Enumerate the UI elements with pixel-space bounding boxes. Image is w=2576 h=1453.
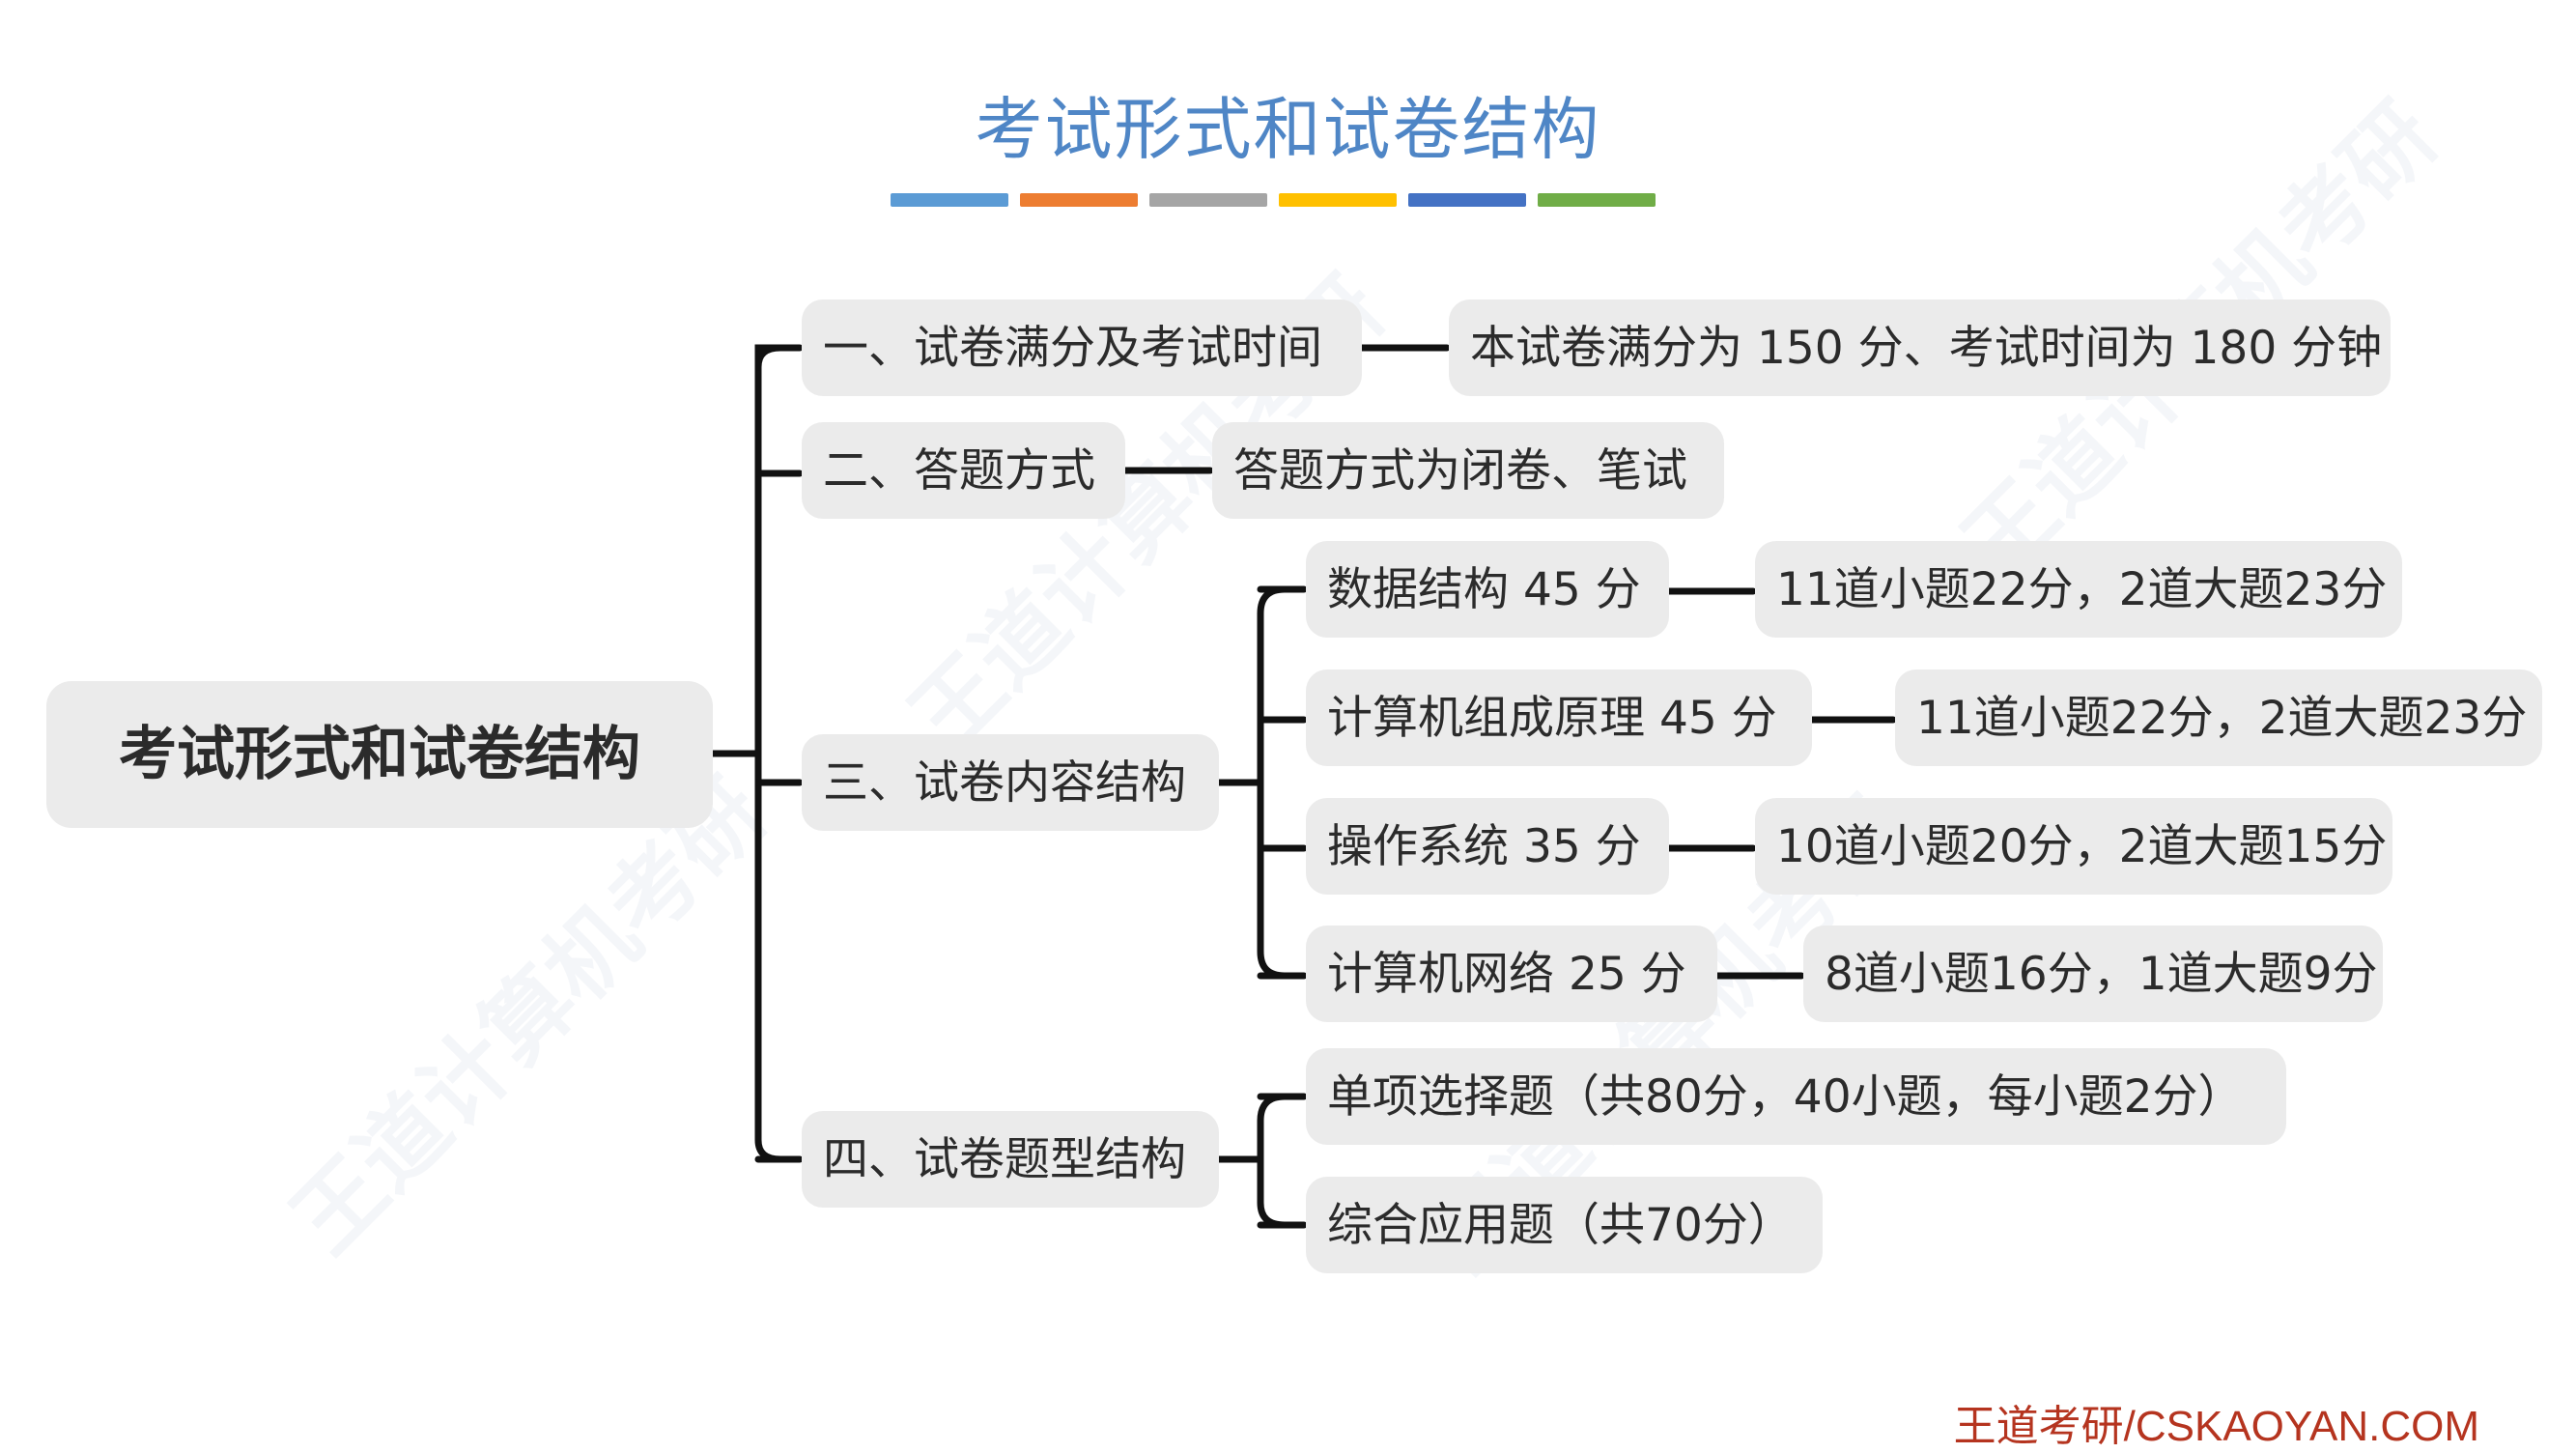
subject-node-os: 操作系统 35 分 <box>1306 798 1669 895</box>
subject-node-ds: 数据结构 45 分 <box>1306 541 1669 638</box>
color-bar-yellow <box>1279 193 1397 207</box>
footer-brand: 王道考研/CSKAOYAN.COM <box>1953 1403 2479 1450</box>
subject-node-co: 计算机组成原理 45 分 <box>1306 670 1812 766</box>
subject-detail-co: 11道小题22分，2道大题23分 <box>1895 670 2542 766</box>
detail-node-2: 答题方式为闭卷、笔试 <box>1212 422 1724 519</box>
subject-detail-ds: 11道小题22分，2道大题23分 <box>1755 541 2402 638</box>
question-type-choice: 单项选择题（共80分，40小题，每小题2分） <box>1306 1048 2286 1145</box>
page-title: 考试形式和试卷结构 <box>975 90 1601 169</box>
question-type-comprehensive: 综合应用题（共70分） <box>1306 1177 1823 1273</box>
branch-node-3: 三、试卷内容结构 <box>802 734 1219 831</box>
branch-node-1: 一、试卷满分及考试时间 <box>802 299 1362 396</box>
detail-node-1: 本试卷满分为 150 分、考试时间为 180 分钟 <box>1449 299 2391 396</box>
subject-detail-net: 8道小题16分，1道大题9分 <box>1803 926 2383 1022</box>
subject-node-net: 计算机网络 25 分 <box>1306 926 1717 1022</box>
branch-node-2: 二、答题方式 <box>802 422 1125 519</box>
bracket-types <box>1257 1093 1288 1229</box>
bracket-content <box>1257 585 1288 980</box>
color-bar-gray <box>1149 193 1267 207</box>
root-node: 考试形式和试卷结构 <box>46 681 713 828</box>
color-bar-darkblue <box>1408 193 1526 207</box>
bracket-main <box>754 344 784 1163</box>
branch-node-4: 四、试卷题型结构 <box>802 1111 1219 1208</box>
color-bar-green <box>1538 193 1656 207</box>
subject-detail-os: 10道小题20分，2道大题15分 <box>1755 798 2392 895</box>
color-bar-orange <box>1020 193 1138 207</box>
color-bar-blue <box>891 193 1008 207</box>
